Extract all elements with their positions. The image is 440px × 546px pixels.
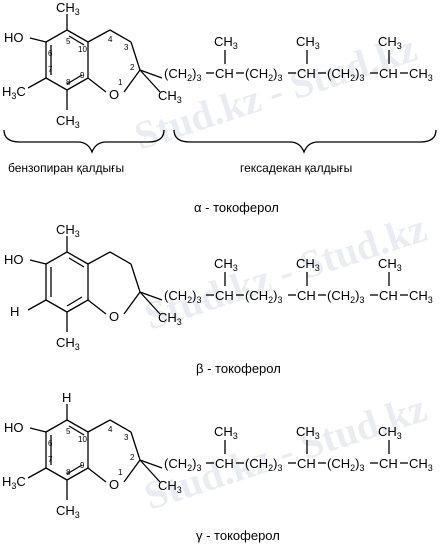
- beta-ring-oxygen-label: O: [109, 309, 119, 324]
- atom-numbers: 1 2 3 4 5 6 7 8 9 10: [48, 35, 135, 87]
- atom-num-7: 7: [48, 65, 53, 74]
- phytyl-side-chain: (CH2)3 CH CH3 (CH2)3 CH CH3 (CH2)3 CH CH…: [164, 34, 433, 83]
- bottom-methyl-label: CH3: [56, 113, 80, 130]
- ring-oxygen-label: O: [109, 87, 119, 102]
- gamma-chain-ch2-3: (CH2)3: [327, 456, 364, 473]
- chain-ch2-2: (CH2)3: [245, 66, 282, 83]
- chain-ch-1: CH: [215, 66, 234, 81]
- gamma-bottom-methyl-label: CH3: [56, 503, 80, 520]
- beta-phytyl-side-chain: (CH2)3 CH CH3 (CH2)3 CH CH3 (CH2)3 CH CH…: [164, 256, 433, 305]
- chain-methyl-2: CH3: [296, 34, 320, 51]
- gamma-chain-ch-3: CH: [379, 456, 398, 471]
- gamma-chain-ch-1: CH: [215, 456, 234, 471]
- beta-top-methyl-label: CH3: [56, 222, 80, 239]
- gamma-tocopherol-structure: H HO H3C CH3 O CH3 1 2 3 4 5 6 7 8 9 10 …: [2, 390, 433, 520]
- gamma-atom-num-5: 5: [66, 427, 71, 436]
- atom-num-10: 10: [78, 45, 87, 54]
- chain-ch2-1: (CH2)3: [164, 66, 201, 83]
- atom-num-6: 6: [48, 49, 53, 58]
- beta-hydroxy-label: HO: [4, 252, 24, 267]
- gamma-benzene-ring: [45, 419, 89, 481]
- benzene-ring: [45, 29, 89, 91]
- alpha-tocopherol-structure: CH3 HO H3C CH3 O CH3 1 2 3 4 5 6 7 8 9 1…: [2, 0, 433, 130]
- chain-ch-3: CH: [379, 66, 398, 81]
- top-methyl-label: CH3: [56, 0, 80, 17]
- chain-ch2-3: (CH2)3: [327, 66, 364, 83]
- gamma-phytyl-side-chain: (CH2)3 CH CH3 (CH2)3 CH CH3 (CH2)3 CH CH…: [164, 424, 433, 473]
- beta-h-label: H: [10, 304, 19, 319]
- gamma-atom-num-8: 8: [66, 468, 71, 477]
- gamma-atom-num-3: 3: [124, 433, 129, 442]
- watermark-3: Stud.kz - Stud.kz: [139, 385, 432, 518]
- hydroxy-label: HO: [4, 30, 24, 45]
- c2-methyl-label: CH3: [158, 88, 182, 105]
- beta-chain-ch-1: CH: [215, 288, 234, 303]
- watermark-2: Stud.kz - Stud.kz: [139, 205, 432, 338]
- atom-num-9: 9: [80, 71, 85, 80]
- gamma-atom-num-2: 2: [130, 453, 135, 462]
- gamma-atom-num-1: 1: [118, 468, 123, 477]
- gamma-chain-methyl-2: CH3: [296, 424, 320, 441]
- gamma-chain-methyl-1: CH3: [214, 424, 238, 441]
- gamma-left-methyl-label: H3C: [2, 474, 26, 491]
- beta-chain-ch2-3: (CH2)3: [327, 288, 364, 305]
- gamma-ring-oxygen-label: O: [109, 477, 119, 492]
- left-methyl-label: H3C: [2, 84, 26, 101]
- pyran-ring: [87, 29, 141, 93]
- beta-chain-ch2-2: (CH2)3: [245, 288, 282, 305]
- gamma-atom-num-7: 7: [48, 455, 53, 464]
- gamma-chain-ch2-1: (CH2)3: [164, 456, 201, 473]
- beta-c2-methyl-label: CH3: [158, 310, 182, 327]
- gamma-chain-ch2-2: (CH2)3: [245, 456, 282, 473]
- chain-methyl-1: CH3: [214, 34, 238, 51]
- gamma-atom-numbers: 1 2 3 4 5 6 7 8 9 10: [48, 425, 135, 477]
- beta-chain-ch-2: CH: [297, 288, 316, 303]
- beta-chain-ch2-1: (CH2)3: [164, 288, 201, 305]
- hexadecane-label: гексадекан қалдығы: [240, 161, 352, 175]
- atom-num-3: 3: [124, 43, 129, 52]
- gamma-chain-methyl-3: CH3: [378, 424, 402, 441]
- benzopyran-brace: [3, 129, 165, 154]
- beta-chain-methyl-3: CH3: [378, 256, 402, 273]
- gamma-atom-num-9: 9: [80, 461, 85, 470]
- atom-num-4: 4: [108, 35, 113, 44]
- chain-ch-2: CH: [297, 66, 316, 81]
- beta-benzene-ring: [45, 251, 89, 313]
- atom-num-5: 5: [66, 37, 71, 46]
- hexadecane-brace: [173, 129, 437, 154]
- gamma-chain-ch-2: CH: [297, 456, 316, 471]
- beta-pyran-ring: [87, 251, 141, 315]
- gamma-h-label: H: [62, 390, 71, 405]
- beta-chain-ch-3: CH: [379, 288, 398, 303]
- beta-chain-terminal-methyl: CH3: [409, 288, 433, 305]
- gamma-atom-num-6: 6: [48, 439, 53, 448]
- atom-num-8: 8: [66, 78, 71, 87]
- alpha-caption: α - токоферол: [194, 200, 279, 215]
- gamma-hydroxy-label: HO: [4, 420, 24, 435]
- gamma-atom-num-4: 4: [108, 425, 113, 434]
- chain-methyl-3: CH3: [378, 34, 402, 51]
- gamma-c2-methyl-label: CH3: [158, 478, 182, 495]
- gamma-chain-terminal-methyl: CH3: [409, 456, 433, 473]
- group-annotations: бензопиран қалдығы гексадекан қалдығы: [3, 129, 437, 175]
- gamma-pyran-ring: [87, 419, 141, 483]
- beta-bottom-methyl-label: CH3: [56, 335, 80, 352]
- chain-terminal-methyl: CH3: [409, 66, 433, 83]
- atom-num-1: 1: [118, 78, 123, 87]
- beta-caption: β - токоферол: [196, 361, 281, 376]
- beta-chain-methyl-2: CH3: [296, 256, 320, 273]
- beta-tocopherol-structure: CH3 HO H CH3 O CH3 (CH2)3 CH CH3 (CH2)3 …: [4, 222, 433, 352]
- atom-num-2: 2: [130, 63, 135, 72]
- beta-chain-methyl-1: CH3: [214, 256, 238, 273]
- gamma-atom-num-10: 10: [78, 435, 87, 444]
- gamma-caption: γ - токоферол: [196, 528, 280, 543]
- benzopyran-label: бензопиран қалдығы: [8, 161, 124, 175]
